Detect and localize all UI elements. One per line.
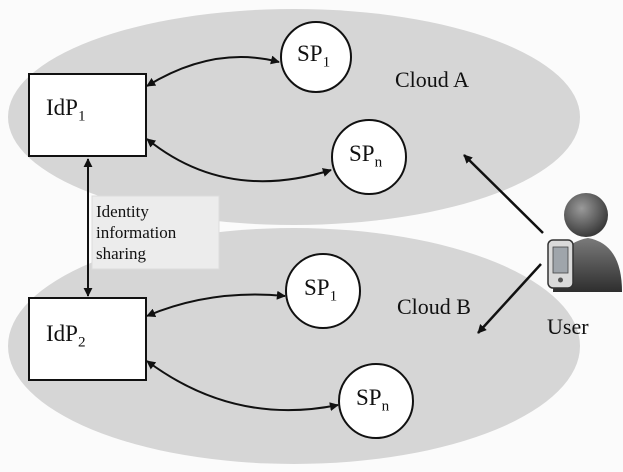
arrow-idp2-spn [146,360,339,412]
sp-1-label-cloud-a: SP1 [297,42,330,70]
arrow-idp1-sp1 [146,55,280,87]
idp-1-box[interactable] [28,73,147,157]
arrow-user-cloud-a [463,154,544,234]
sp-1-label-cloud-b: SP1 [304,276,337,304]
idp-2-box[interactable] [28,297,147,381]
identity-sharing-line-1: Identity [96,202,149,221]
arrow-idp2-sp1 [146,290,286,317]
sp-n-circle-cloud-b[interactable] [338,363,414,439]
sharing-label-box [91,195,220,270]
arrow-idp1-spn [146,138,332,183]
sp-n-label-cloud-b-base: SP [356,385,382,410]
identity-sharing-line-2: information [96,223,177,242]
idp-2-label: IdP2 [46,322,86,350]
identity-sharing-label: Identity information sharing [96,201,216,264]
arrow-user-cloud-b [477,263,542,334]
sp-1-label-cloud-b-base: SP [304,275,330,300]
sp-1-label-cloud-b-sub: 1 [329,287,338,305]
sp-n-label-cloud-b: SPn [356,386,389,414]
sp-n-label-cloud-a-base: SP [349,141,375,166]
user-label: User [547,314,589,339]
idp-1-label-sub: 1 [77,107,86,125]
sp-n-label-cloud-a: SPn [349,142,382,170]
idp-1-label: IdP1 [46,96,86,124]
cloud-b-label: Cloud B [397,294,471,319]
sp-n-circle-cloud-a[interactable] [331,119,407,195]
sp-n-label-cloud-a-sub: n [374,153,383,171]
sp-1-label-cloud-a-sub: 1 [322,53,331,71]
sp-1-circle-cloud-b[interactable] [285,253,361,329]
cloud-a-label: Cloud A [395,67,469,92]
idp-1-label-base: IdP [46,95,78,120]
sp-n-label-cloud-b-sub: n [381,397,390,415]
identity-sharing-line-3: sharing [96,244,147,263]
sp-1-circle-cloud-a[interactable] [280,21,352,93]
idp-2-label-sub: 2 [77,333,86,351]
user-with-phone-icon [547,193,622,292]
idp-2-label-base: IdP [46,321,78,346]
sp-1-label-cloud-a-base: SP [297,41,323,66]
